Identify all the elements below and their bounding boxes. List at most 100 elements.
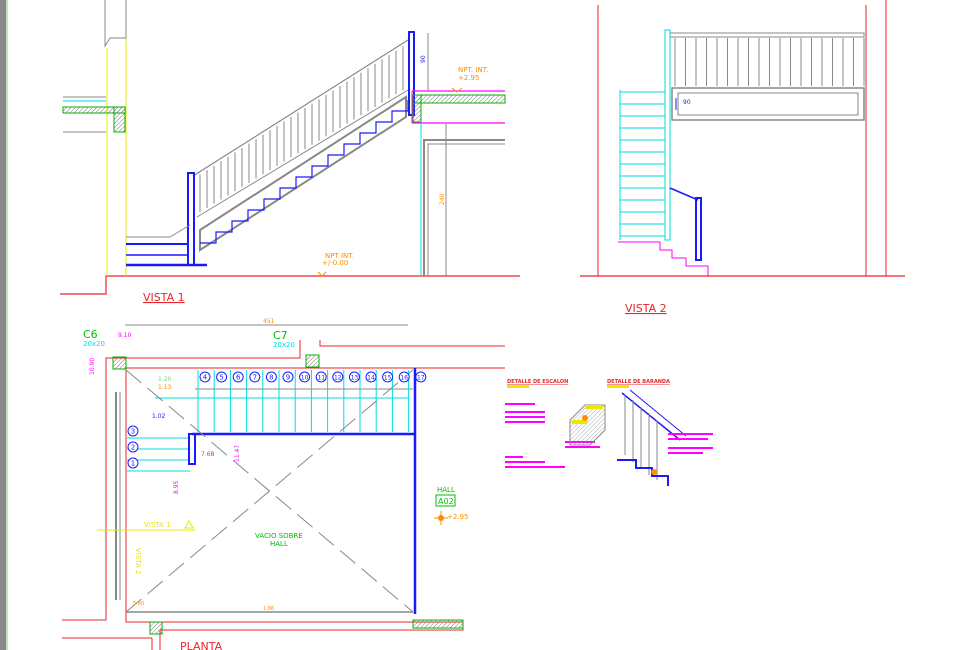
column-c6 (112, 356, 127, 370)
step-marker-15: 15 (382, 371, 394, 383)
wall-hatch-bottom (412, 619, 464, 629)
svg-text:17: 17 (417, 375, 425, 382)
svg-text:2: 2 (131, 444, 135, 452)
svg-text:1: 1 (131, 460, 135, 468)
stair-treads (620, 91, 665, 237)
svg-text:14: 14 (367, 375, 375, 382)
stair-steps-profile (200, 100, 409, 244)
newel-post-bottom (695, 197, 702, 261)
svg-text:11: 11 (317, 375, 325, 382)
svg-text:8: 8 (269, 374, 273, 382)
step-marker-6: 6 (232, 371, 244, 383)
level-marker-icon (451, 87, 463, 93)
door-jamb (104, 0, 127, 48)
dim-level-b: 8.95 (173, 480, 180, 494)
void-label: VACIO SOBRE (255, 532, 303, 540)
viewport-left-border (0, 0, 6, 650)
balusters (199, 46, 404, 213)
dim-1-02: 1.02 (152, 413, 166, 420)
svg-text:3: 3 (131, 428, 135, 436)
stair-base-steps (618, 241, 709, 276)
step-marker-16: 16 (398, 371, 410, 383)
section-v2-label: VISTA 2 (134, 548, 142, 575)
handrail (192, 39, 409, 177)
landing-slab (412, 94, 506, 104)
dim-level-c: 11.47 (234, 445, 241, 462)
section-v1-label: VISTA 1 (144, 521, 171, 529)
dim-corner: 5.80 (133, 601, 144, 607)
dim-left: 10.90 (89, 358, 96, 375)
svg-text:6: 6 (236, 374, 241, 382)
step-marker-4: 4 (199, 371, 211, 383)
column-c6-size: 20x20 (83, 340, 105, 348)
void-label-2: HALL (270, 540, 288, 548)
step-detail-title: DETALLE DE ESCALON (507, 379, 568, 385)
svg-text:4: 4 (203, 374, 208, 382)
dim-1-13: 1.13 (158, 384, 172, 391)
column-bottom (149, 621, 163, 635)
newel-post-upper (664, 29, 671, 241)
vista-1-elevation: 90 240 NPT. INT. +2.95 NPT INT. +/-0.00 … (60, 0, 520, 304)
step-marker-10: 10 (299, 371, 311, 383)
landing-fascia (671, 87, 865, 121)
step-marker-17: 17 (415, 371, 427, 383)
beam-section-left (113, 106, 126, 133)
railing-balusters (674, 38, 865, 86)
rail-detail-title: DETALLE DE BARANDA (607, 379, 670, 385)
stair-treads-plan (127, 370, 413, 472)
vista-2-title: VISTA 2 (625, 302, 667, 315)
vista-2-elevation: 90 VISTA 2 (580, 0, 905, 315)
room-tag-box (435, 494, 456, 507)
wall-outline (125, 368, 464, 650)
hall-level: +2.95 (447, 513, 468, 521)
svg-text:10: 10 (301, 375, 309, 382)
svg-text:9: 9 (286, 374, 290, 382)
svg-text:13: 13 (351, 375, 359, 382)
planta-title: PLANTA (180, 640, 223, 650)
step-marker-14: 14 (365, 371, 377, 383)
floor-line (60, 275, 520, 295)
stringer-panel (199, 95, 407, 252)
section-arrow-icon (184, 519, 194, 529)
dim-level-a: 7.68 (201, 451, 215, 458)
column-c7-size: 20x20 (273, 341, 295, 349)
dim-c6: 9.10 (118, 332, 132, 339)
svg-text:7: 7 (253, 374, 257, 382)
void-diagonal (125, 369, 414, 613)
hall-label: HALL (437, 486, 455, 494)
svg-text:15: 15 (384, 375, 392, 382)
column-c7-label: C7 (273, 329, 288, 342)
column-c7 (305, 354, 320, 368)
step-marker-11: 11 (315, 371, 327, 383)
column-c6-label: C6 (83, 328, 98, 341)
rail-height-dim: 90 (683, 99, 691, 106)
hall-code: A02 (438, 497, 454, 506)
dim-bottom: 1.86 (263, 606, 274, 612)
dim-1-20: 1.20 (158, 376, 172, 383)
door-height-dim: 240 (439, 193, 446, 205)
details: DETALLE DE ESCALON DETALLE DE BARANDA (505, 379, 713, 486)
step-marker-7: 7 (249, 371, 261, 383)
rail-height-dim: 90 (420, 55, 427, 63)
step-marker-2: 2 (127, 441, 139, 453)
level-floor-value: +/-0.00 (322, 259, 348, 267)
step-marker-12: 12 (332, 371, 344, 383)
top-dimension: 451 (263, 318, 275, 325)
level-floor-label: NPT INT. (325, 252, 354, 260)
railing-cap (669, 32, 865, 38)
step-marker-9: 9 (282, 371, 294, 383)
level-top-label: NPT. INT. (458, 66, 488, 74)
newel-post-bottom (187, 172, 195, 266)
svg-text:16: 16 (400, 375, 408, 382)
level-marker-icon (317, 271, 327, 277)
step-marker-1: 1 (127, 457, 139, 469)
step-marker-3: 3 (127, 425, 139, 437)
level-top-value: +2.95 (458, 74, 479, 82)
step-marker-13: 13 (348, 371, 360, 383)
svg-text:12: 12 (334, 375, 342, 382)
bottom-rail (196, 89, 409, 218)
